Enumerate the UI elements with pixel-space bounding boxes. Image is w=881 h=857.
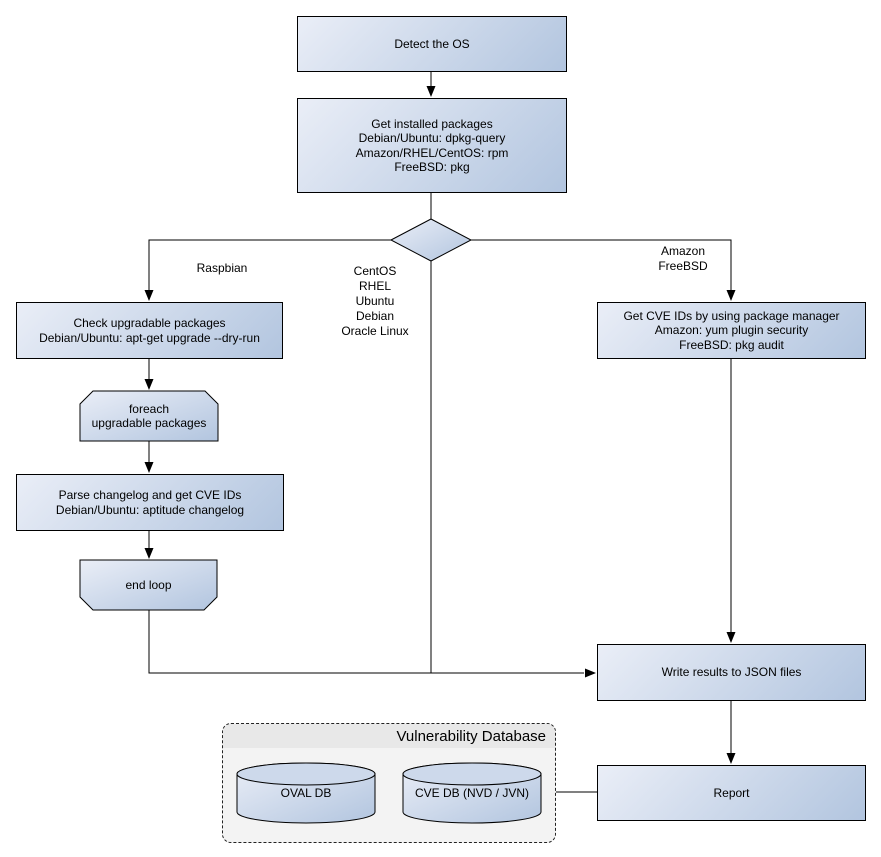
arrowhead-get-cve	[726, 290, 736, 301]
arrowheads	[144, 86, 736, 764]
end-loop-label: end loop	[125, 577, 172, 592]
edge-label-raspbian: Raspbian	[196, 261, 248, 275]
arrowhead-check-upgradable	[144, 290, 154, 301]
cve-db-label: CVE DB (NVD / JVN)	[414, 786, 529, 800]
end-loop-shape	[79, 559, 218, 611]
node-write-results: Write results to JSON files	[597, 644, 866, 701]
cve-db-cylinder	[402, 762, 542, 824]
node-report: Report	[597, 765, 866, 821]
oval-db-top	[236, 762, 376, 786]
oval-db-label: OVAL DB	[280, 786, 332, 800]
foreach-loop-label: foreach upgradable packages	[91, 401, 207, 431]
edges	[148, 72, 732, 793]
node-detect-os: Detect the OS	[297, 16, 567, 72]
arrowhead-parse	[144, 462, 154, 473]
edge-label-amazon-freebsd: Amazon FreeBSD	[658, 244, 708, 273]
arrowhead-report	[726, 753, 736, 764]
node-get-installed-packages: Get installed packages Debian/Ubuntu: dp…	[297, 98, 567, 193]
arrowhead-write-results-left	[585, 668, 596, 678]
os-decision-diamond	[389, 218, 473, 262]
node-get-cve-ids: Get CVE IDs by using package manager Ama…	[597, 302, 866, 359]
arrowhead-packages	[426, 86, 436, 97]
arrowhead-endloop	[144, 548, 154, 559]
edge-decision-to-get-cve	[471, 239, 732, 290]
node-check-upgradable: Check upgradable packages Debian/Ubuntu:…	[16, 302, 283, 359]
edge-label-centos-rhel-ubuntu-debian-oracle: CentOS RHEL Ubuntu Debian Oracle Linux	[341, 264, 409, 338]
arrowhead-write-results-top	[726, 632, 736, 643]
edge-endloop-to-write-results	[148, 610, 584, 674]
cluster-title: Vulnerability Database	[223, 724, 555, 748]
foreach-loop-shape	[79, 390, 219, 442]
arrowhead-foreach	[144, 379, 154, 390]
oval-db-cylinder	[236, 762, 376, 824]
node-parse-changelog: Parse changelog and get CVE IDs Debian/U…	[16, 474, 284, 531]
edge-decision-to-check-upgradable	[148, 239, 391, 290]
cve-db-top	[402, 762, 542, 786]
